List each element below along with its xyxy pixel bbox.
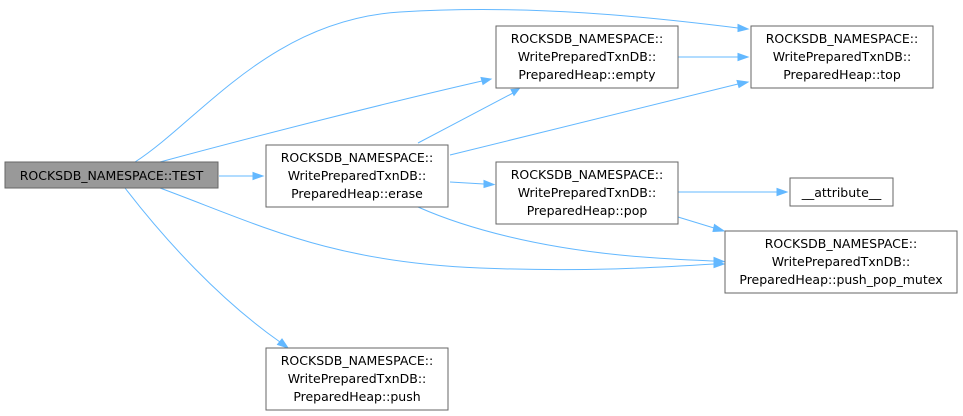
node-top[interactable]: ROCKSDB_NAMESPACE:: WritePreparedTxnDB::… [750, 25, 934, 89]
node-erase-line-1: ROCKSDB_NAMESPACE:: [281, 150, 433, 165]
node-erase[interactable]: ROCKSDB_NAMESPACE:: WritePreparedTxnDB::… [265, 144, 449, 208]
node-top-line-1: ROCKSDB_NAMESPACE:: [766, 31, 918, 46]
node-top-line-2: WritePreparedTxnDB:: [773, 49, 912, 64]
edges-layer [124, 9, 789, 349]
node-empty-line-1: ROCKSDB_NAMESPACE:: [511, 31, 663, 46]
node-test[interactable]: ROCKSDB_NAMESPACE::TEST [4, 161, 219, 189]
node-top-line-3: PreparedHeap::top [783, 67, 901, 82]
node-mutex-line-3: PreparedHeap::push_pop_mutex [739, 272, 942, 287]
node-pop[interactable]: ROCKSDB_NAMESPACE:: WritePreparedTxnDB::… [495, 161, 679, 225]
node-pop-line-2: WritePreparedTxnDB:: [518, 185, 657, 200]
edge-erase-to-pop [449, 179, 496, 189]
node-pop-line-1: ROCKSDB_NAMESPACE:: [511, 167, 663, 182]
node-test-line-1: ROCKSDB_NAMESPACE::TEST [20, 168, 204, 183]
edge-erase-to-empty [417, 88, 521, 144]
edge-test-to-empty [159, 76, 493, 163]
node-mutex-line-1: ROCKSDB_NAMESPACE:: [765, 236, 917, 251]
edge-pop-to-attribute [678, 187, 789, 197]
node-erase-line-2: WritePreparedTxnDB:: [288, 168, 427, 183]
node-push-line-2: WritePreparedTxnDB:: [288, 371, 427, 386]
node-mutex[interactable]: ROCKSDB_NAMESPACE:: WritePreparedTxnDB::… [724, 230, 958, 294]
nodes-layer: ROCKSDB_NAMESPACE::TEST ROCKSDB_NAMESPAC… [4, 25, 958, 411]
node-erase-line-3: PreparedHeap::erase [291, 186, 423, 201]
edge-pop-to-mutex [677, 216, 726, 233]
edge-empty-to-top [678, 52, 750, 62]
node-attribute[interactable]: __attribute__ [789, 177, 894, 207]
edge-erase-to-top [449, 79, 750, 156]
edge-erase-to-mutex [417, 206, 726, 266]
node-push-line-3: PreparedHeap::push [293, 389, 420, 404]
edge-test-to-push [124, 187, 290, 349]
node-mutex-line-2: WritePreparedTxnDB:: [772, 254, 911, 269]
edge-test-to-top [134, 9, 750, 163]
node-empty[interactable]: ROCKSDB_NAMESPACE:: WritePreparedTxnDB::… [495, 25, 679, 89]
node-empty-line-2: WritePreparedTxnDB:: [518, 49, 657, 64]
edge-test-to-erase [219, 171, 265, 181]
node-attribute-line-1: __attribute__ [801, 185, 882, 200]
node-push-line-1: ROCKSDB_NAMESPACE:: [281, 353, 433, 368]
node-pop-line-3: PreparedHeap::pop [527, 203, 648, 218]
node-push[interactable]: ROCKSDB_NAMESPACE:: WritePreparedTxnDB::… [265, 347, 449, 411]
node-empty-line-3: PreparedHeap::empty [518, 67, 656, 82]
